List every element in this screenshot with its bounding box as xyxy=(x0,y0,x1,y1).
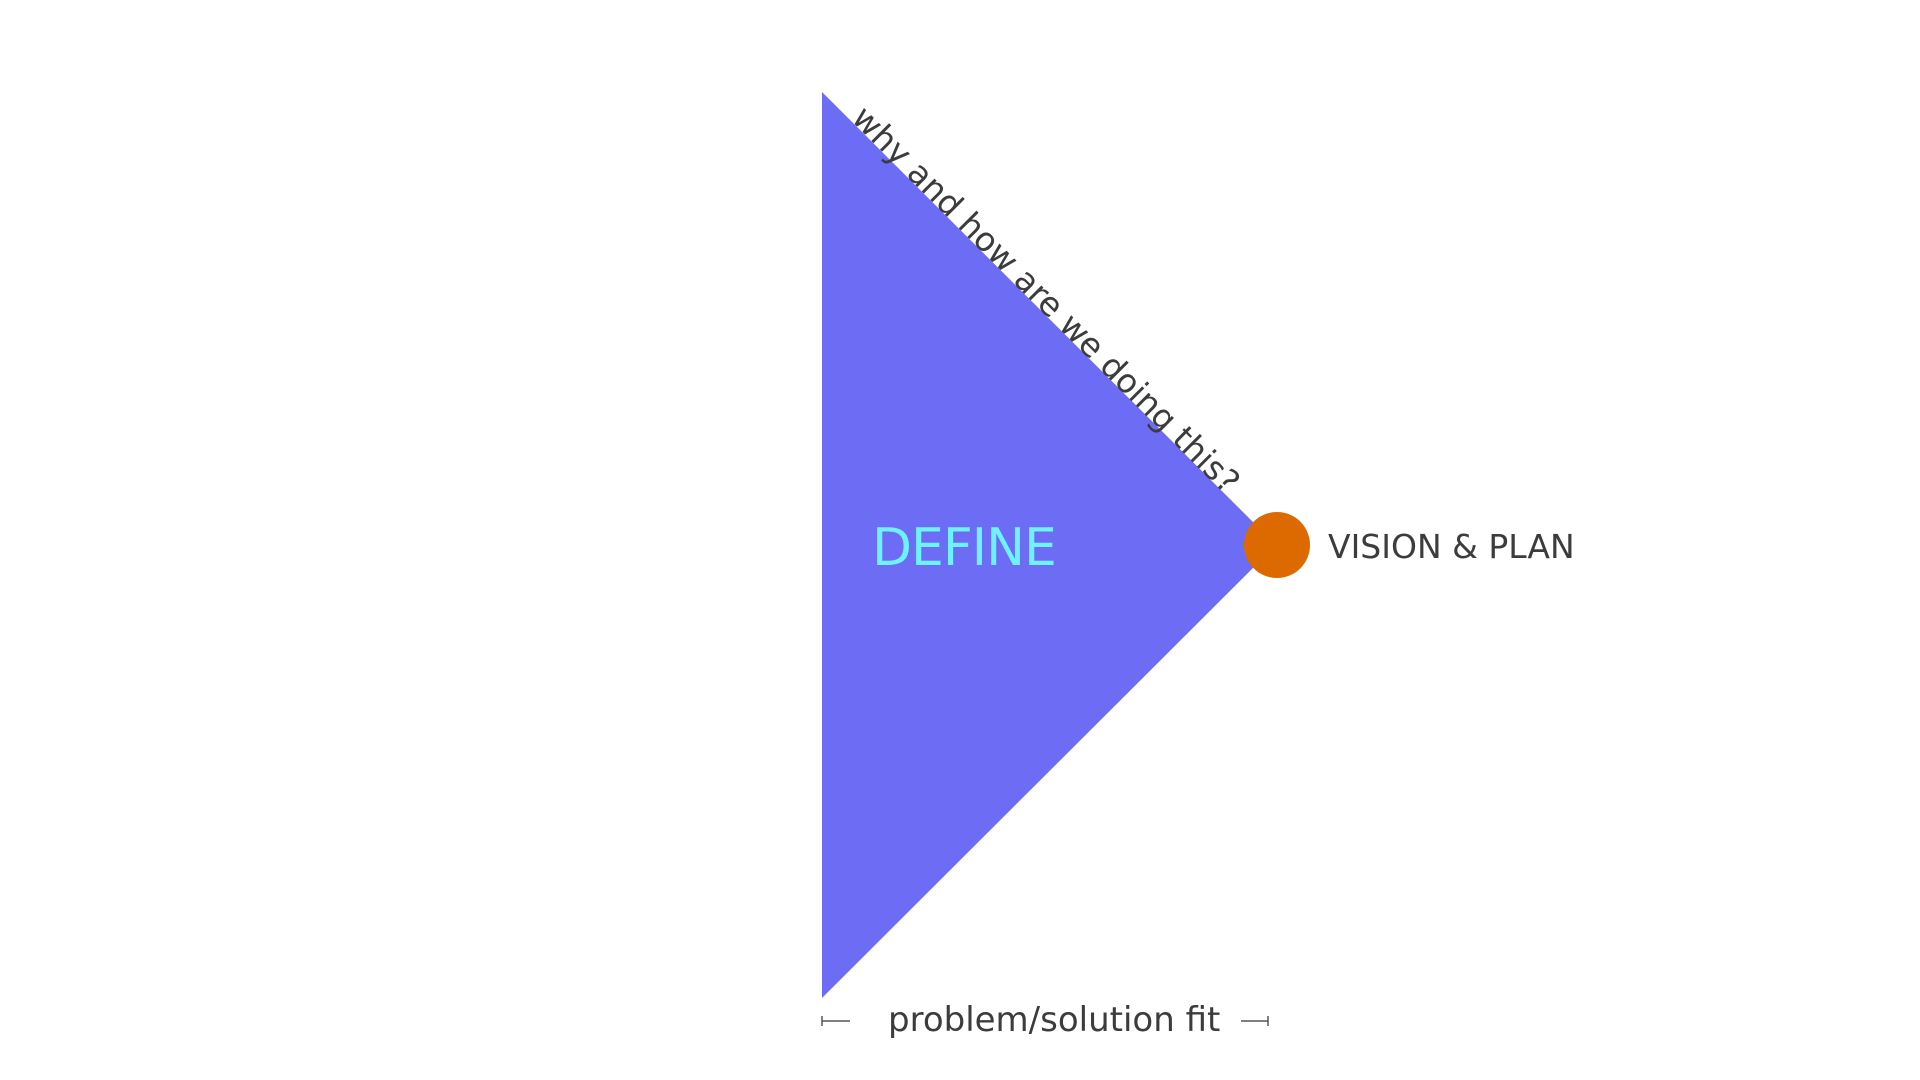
scale-bracket-left xyxy=(821,1016,850,1026)
fit-label: problem/solution fit xyxy=(888,1000,1221,1040)
phase-label: DEFINE xyxy=(872,518,1057,578)
define-triangle xyxy=(822,92,1276,998)
milestone-dot xyxy=(1244,512,1310,578)
milestone-label: VISION & PLAN xyxy=(1328,527,1575,566)
scale-bracket-right xyxy=(1241,1016,1269,1026)
